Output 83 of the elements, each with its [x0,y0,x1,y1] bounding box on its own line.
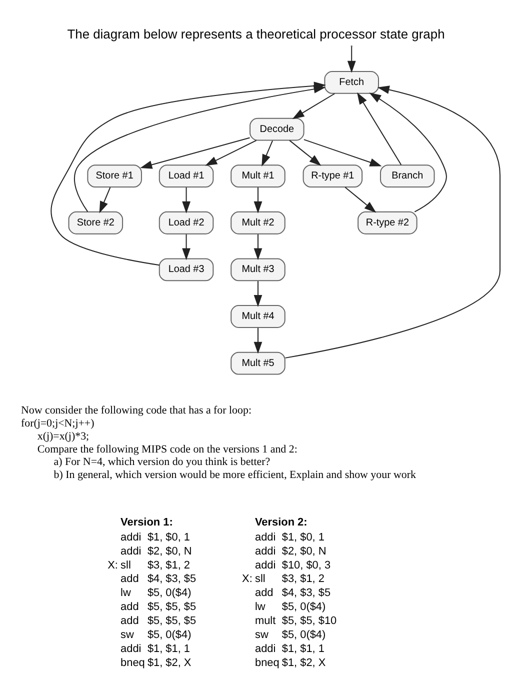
label: Version 1: [120,516,173,528]
label: $5, 0($4) [282,601,326,614]
label: $5, 0($4) [147,628,192,641]
arrow [262,140,274,166]
label: $1, $2, X [282,656,326,669]
label: for(j=0;j<N;j++) [20,417,94,430]
arrow [99,186,111,214]
label: sll [255,573,266,586]
node-box: Fetch [324,71,379,94]
node-box: Store #1 [87,164,142,188]
label: addi [120,642,142,655]
label: bneq [255,656,280,669]
label: addi [120,545,142,558]
label: X: [242,573,252,586]
arrow [254,234,262,260]
label: Now consider the following code that has a for loop: [20,404,252,416]
node-box: Decode [250,118,304,141]
node-box: Branch [380,164,435,188]
label: sw [120,628,134,641]
arrow [357,92,402,166]
diagram-title: The diagram below represents a theoretical processor state graph [67,26,445,42]
label: addi [255,531,276,544]
label: bneq [120,656,145,669]
arrow [182,186,190,214]
node-box: Mult #4 [230,305,286,328]
label: addi [120,531,142,544]
label: mult [255,615,276,628]
arrow [369,92,447,212]
arrow [347,46,356,73]
node-box: Mult #5 [230,352,286,375]
label: X: [108,559,118,572]
label: $4, $3, $5 [282,587,331,600]
label: add [120,601,139,614]
label: $1, $1, 1 [147,642,190,655]
arrow [254,186,262,214]
label: $5, 0($4) [282,628,326,641]
label: addi [255,642,276,655]
label: Version 2: [255,516,308,528]
label: sw [255,628,268,641]
label: $5, $5, $10 [282,615,337,628]
label: lw [255,601,266,614]
label: $1, $0, 1 [282,531,324,544]
arrow [182,234,190,260]
arrow [254,280,262,307]
node-box: Load #1 [158,164,214,188]
node-box: Store #2 [68,211,124,234]
label: $5, $5, $5 [147,615,196,628]
node-box: Mult #1 [230,164,286,188]
label: $3, $1, 2 [147,559,190,572]
label: add [120,573,139,586]
node-box: Load #2 [158,211,214,234]
label: b) In general, which version would be more efficient, Explain and show your work [54,469,416,482]
label: sll [120,559,131,572]
arrow [303,139,382,166]
label: $2, $0, N [282,545,326,558]
node-box: Load #3 [158,258,214,282]
label: $3, $1, 2 [282,573,324,586]
label: add [255,587,274,600]
label: a) For N=4, which version do you think is better? [54,456,270,468]
label: add [120,615,139,628]
node-box: R-type #1 [302,164,363,188]
arrow [289,140,322,166]
label: $5, $5, $5 [147,601,196,614]
arrow [254,327,262,354]
label: $1, $0, 1 [147,531,190,544]
label: lw [120,587,131,600]
label: addi [255,559,276,572]
label: $1, $1, 1 [282,642,324,655]
label: $10, $0, 3 [282,559,331,572]
label: Compare the following MIPS code on the versions 1 and 2: [37,443,298,456]
arrow [205,140,257,166]
node-box: R-type #2 [358,211,418,234]
arrow [140,137,250,169]
label: $4, $3, $5 [147,573,196,586]
label: $1, $2, X [147,656,192,669]
label: x(j)=x(j)*3; [37,430,90,442]
node-box: Mult #3 [230,258,286,282]
node-box: Mult #2 [230,211,286,234]
arrow [292,93,336,120]
label: $2, $0, N [147,545,192,558]
label: addi [255,545,276,558]
arrow [344,186,376,213]
label: $5, 0($4) [147,587,192,600]
